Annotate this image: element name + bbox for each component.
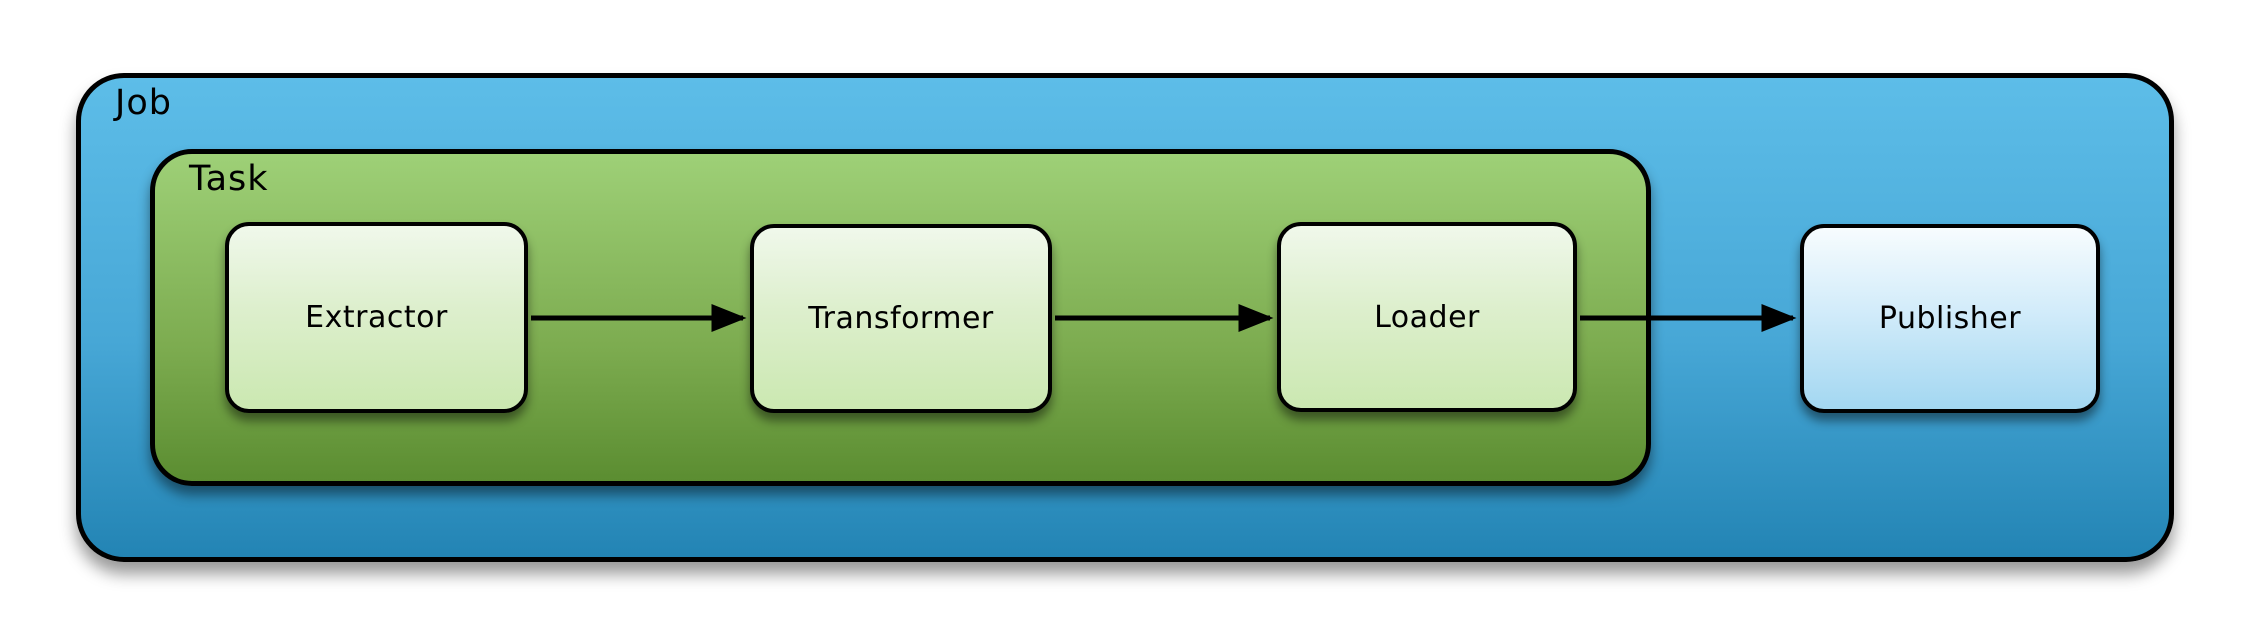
node-extractor: Extractor	[225, 222, 528, 413]
node-extractor-label: Extractor	[305, 300, 448, 335]
job-container-label: Job	[115, 83, 172, 123]
node-publisher-label: Publisher	[1878, 301, 2022, 336]
node-publisher: Publisher	[1800, 224, 2100, 413]
node-loader-label: Loader	[1374, 299, 1480, 335]
node-loader: Loader	[1277, 222, 1577, 412]
node-transformer-label: Transformer	[808, 301, 994, 336]
node-transformer: Transformer	[750, 224, 1052, 413]
task-container-label: Task	[189, 159, 269, 199]
